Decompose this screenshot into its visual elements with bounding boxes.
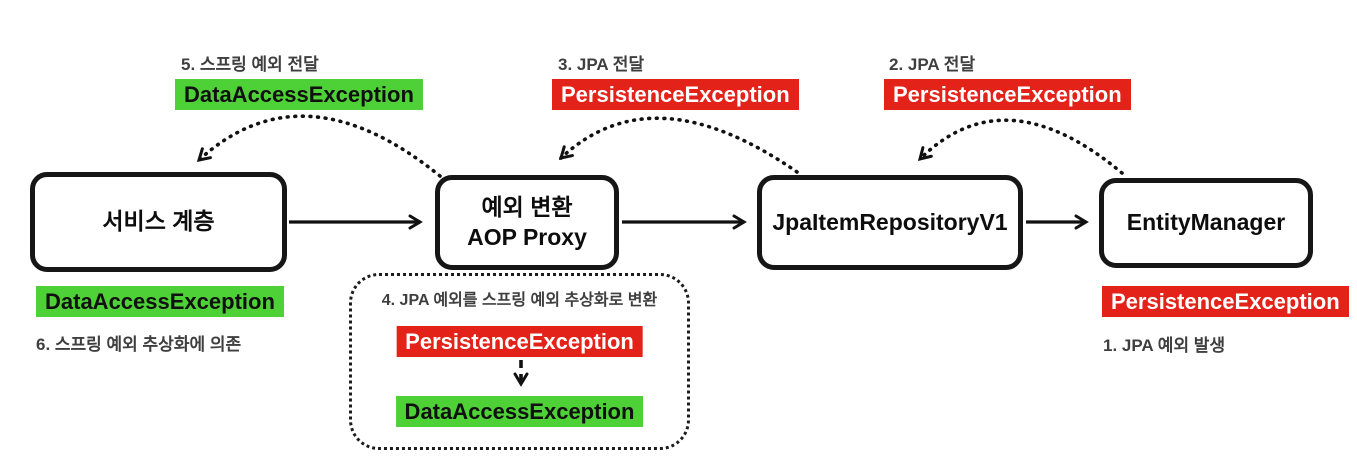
step2-label: 2. JPA 전달 xyxy=(889,55,976,74)
badge-persistence-conversion: PersistenceException xyxy=(396,326,643,358)
node-jpaitemrepository-label: JpaItemRepositoryV1 xyxy=(772,208,1008,235)
node-aop-proxy-line1: 예외 변환 xyxy=(481,193,573,220)
step3-label: 3. JPA 전달 xyxy=(558,55,645,74)
dotted-arrow-aop-to-service xyxy=(196,114,442,178)
node-service-layer: 서비스 계층 xyxy=(30,172,287,272)
node-jpaitemrepository: JpaItemRepositoryV1 xyxy=(757,175,1023,270)
node-aop-proxy: 예외 변환 AOP Proxy xyxy=(435,175,619,270)
node-entitymanager-label: EntityManager xyxy=(1126,209,1286,236)
badge-dataaccess-top: DataAccessException xyxy=(175,79,423,111)
step4-label: 4. JPA 예외를 스프링 예외 추상화로 변환 xyxy=(381,292,658,309)
step6-label: 6. 스프링 예외 추상화에 의존 xyxy=(36,335,242,354)
step5-label: 5. 스프링 예외 전달 xyxy=(181,55,319,74)
node-entitymanager: EntityManager xyxy=(1099,178,1313,268)
badge-persistence-top-right: PersistenceException xyxy=(884,79,1131,111)
badge-dataaccess-below-service: DataAccessException xyxy=(36,286,284,318)
step1-label: 1. JPA 예외 발생 xyxy=(1103,336,1226,355)
badge-dataaccess-conversion: DataAccessException xyxy=(395,396,644,428)
dotted-arrow-repository-to-aop xyxy=(558,116,799,174)
badge-persistence-below-entitymanager: PersistenceException xyxy=(1102,286,1349,318)
conversion-box: 4. JPA 예외를 스프링 예외 추상화로 변환 PersistenceExc… xyxy=(349,273,690,450)
node-aop-proxy-line2: AOP Proxy xyxy=(467,223,587,250)
dotted-arrow-entitymanager-to-repository xyxy=(917,118,1124,175)
badge-persistence-top-mid: PersistenceException xyxy=(552,79,799,111)
node-service-layer-label: 서비스 계층 xyxy=(102,208,215,235)
